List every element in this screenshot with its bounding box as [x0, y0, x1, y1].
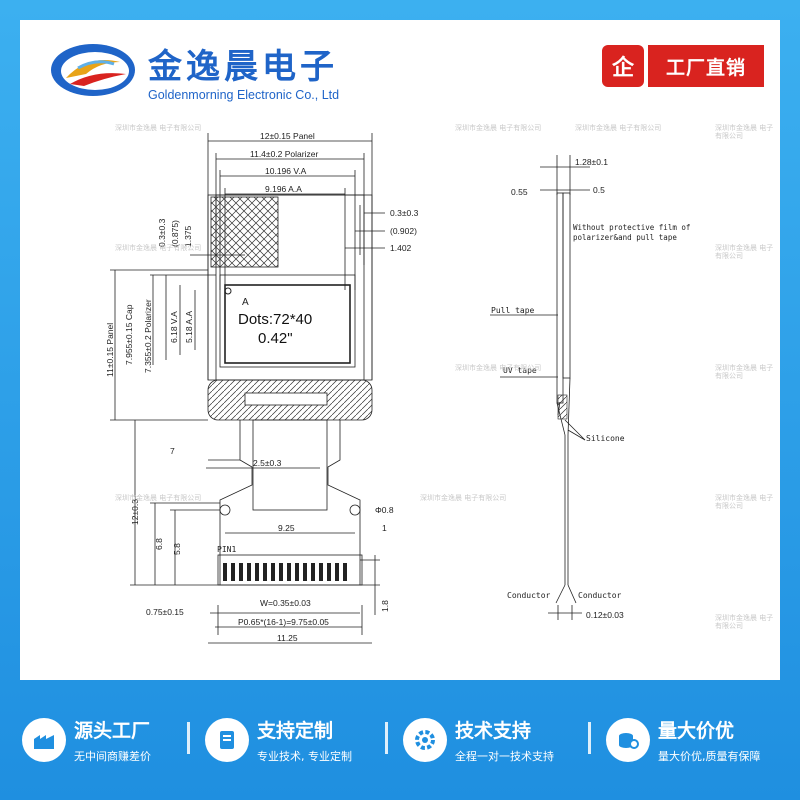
dim-polarizer-height: 7.355±0.2 Polarizer [143, 299, 153, 373]
dim-aa-height: 5.18 A.A [184, 311, 194, 343]
pin1-label: PIN1 [217, 545, 236, 554]
watermark-text: 深圳市金逸晨 电子有限公司 [420, 494, 507, 502]
dim-polarizer-width: 11.4±0.2 Polarizer [250, 149, 318, 159]
dim-hole-pitch: 9.25 [278, 523, 295, 533]
dim-hole: Φ0.8 [375, 505, 394, 515]
feature-bar: 源头工厂 无中间商赚差价 支持定制 专业技术, 专业定制 技术支持 全程一对一技… [0, 690, 800, 800]
technical-drawing: 12±0.15 Panel 11.4±0.2 Polarizer 10.196 … [20, 115, 780, 680]
feature-title: 源头工厂 [74, 720, 151, 742]
silicone-label: Silicone [586, 434, 625, 443]
dim-5-8: 5.8 [172, 543, 182, 555]
brand-name-cn: 金逸晨电子 [148, 47, 338, 87]
feature-title: 量大价优 [658, 720, 735, 742]
connector-pins [223, 563, 347, 581]
factory-direct-badge: 企 工厂直销 [598, 42, 768, 92]
watermark-text: 深圳市金逸晨 电子有限公司 [715, 494, 774, 510]
watermark-text: 深圳市金逸晨 电子有限公司 [715, 614, 774, 630]
conductor-left-label: Conductor [507, 591, 551, 600]
dim-one: 1 [382, 523, 387, 533]
badge-text: 工厂直销 [648, 45, 764, 87]
feature-subtitle: 量大价优,质量有保障 [658, 750, 761, 763]
dim-va-width: 10.196 V.A [265, 166, 307, 176]
dim-cap-height: 7.955±0.15 Cap [124, 304, 134, 365]
factory-icon [22, 718, 66, 762]
dim-right-3: 1.402 [390, 243, 412, 253]
watermark-text: 深圳市金逸晨 电子有限公司 [715, 244, 774, 260]
dim-side-05: 0.5 [593, 185, 605, 195]
uv-tape-label: UV tape [503, 366, 537, 375]
side-note-wrap: Without protective film of polarizer&and… [573, 223, 691, 243]
gear-icon [403, 718, 447, 762]
label-a: A [242, 297, 249, 308]
coins-icon [606, 718, 650, 762]
dim-pitch: P0.65*(16-1)=9.75±0.05 [238, 617, 329, 627]
watermark-text: 深圳市金逸晨 电子有限公司 [575, 124, 662, 132]
dots-label: Dots:72*40 [238, 311, 312, 328]
watermark-text: 深圳市金逸晨 电子有限公司 [715, 364, 774, 380]
divider [588, 722, 591, 754]
pull-tape-label: Pull tape [491, 306, 535, 315]
dim-pad-width: W=0.35±0.03 [260, 598, 311, 608]
dim-top-1: 0.3±0.3 [157, 218, 167, 247]
brand-name-en: Goldenmorning Electronic Co., Ltd [148, 88, 340, 102]
document-icon [205, 718, 249, 762]
dim-tail-height: 12±0.3 [130, 499, 140, 525]
watermark-text: 深圳市金逸晨 电子有限公司 [715, 124, 774, 140]
dim-right-2: (0.902) [390, 226, 417, 236]
feature-title: 技术支持 [455, 720, 532, 742]
watermark-text: 深圳市金逸晨 电子有限公司 [115, 124, 202, 132]
dim-top-3: 1.375 [183, 225, 193, 247]
feature-subtitle: 无中间商赚差价 [74, 750, 151, 763]
dim-va-height: 6.18 V.A [169, 311, 179, 343]
dim-side-thickness: 1.28±0.1 [575, 157, 608, 167]
drawing-svg: 12±0.15 Panel 11.4±0.2 Polarizer 10.196 … [105, 131, 691, 644]
divider [385, 722, 388, 754]
header-bar: 金逸晨电子 Goldenmorning Electronic Co., Ltd … [20, 20, 780, 115]
feature-title: 支持定制 [257, 720, 334, 742]
company-logo-icon [51, 44, 135, 96]
watermark-text: 深圳市金逸晨 电子有限公司 [115, 244, 202, 252]
feature-subtitle: 专业技术, 专业定制 [257, 750, 352, 763]
dim-right-1: 0.3±0.3 [390, 208, 419, 218]
dim-conductor: 0.12±0.03 [586, 610, 624, 620]
dim-pad-edge: 0.75±0.15 [146, 607, 184, 617]
side-note: Without protective film of polarizer&and… [573, 223, 691, 243]
dim-7: 7 [170, 446, 175, 456]
enterprise-icon: 企 [602, 45, 644, 87]
divider [187, 722, 190, 754]
dim-top-2: (0.875) [170, 220, 180, 247]
dim-pad-height: 1.8 [380, 600, 390, 612]
watermark-text: 深圳市金逸晨 电子有限公司 [455, 364, 542, 372]
dim-tail-width: 2.5±0.3 [253, 458, 282, 468]
dim-6-8: 6.8 [154, 538, 164, 550]
watermark-text: 深圳市金逸晨 电子有限公司 [455, 124, 542, 132]
dim-side-055: 0.55 [511, 187, 528, 197]
watermark-text: 深圳市金逸晨 电子有限公司 [115, 494, 202, 502]
conductor-right-label: Conductor [578, 591, 622, 600]
dim-total-width: 11.25 [277, 633, 298, 643]
dim-aa-width: 9.196 A.A [265, 184, 302, 194]
feature-subtitle: 全程一对一技术支持 [455, 750, 554, 763]
dim-panel-width: 12±0.15 Panel [260, 131, 315, 141]
size-label: 0.42" [258, 330, 293, 347]
dim-panel-height: 11±0.15 Panel [105, 323, 115, 377]
